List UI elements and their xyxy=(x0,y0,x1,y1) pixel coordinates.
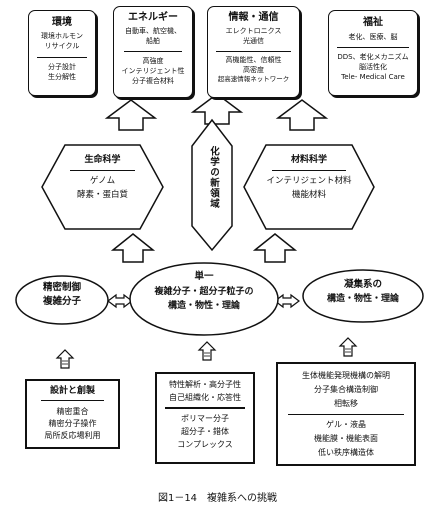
up-arrow-left-top xyxy=(104,99,158,131)
bio-item-3: 相転移 xyxy=(334,399,358,408)
properties-divider xyxy=(165,407,245,409)
single-line-3: 構造・物性・理論 xyxy=(167,301,240,312)
condensed-line-2: 構造・物性・理論 xyxy=(326,293,399,304)
life-title: 生命科学 xyxy=(84,155,121,165)
env-sub-1: 分子設計 xyxy=(48,63,76,71)
design-item-3: 局所反応場利用 xyxy=(44,431,101,440)
env-item-1: 環境ホルモン xyxy=(41,32,83,40)
materials-science-content: 材料科学 インテリジェント材料 機能材料 xyxy=(244,145,374,229)
welfare-divider xyxy=(337,47,409,48)
oval-single-molecule xyxy=(129,262,279,336)
box-design-creation: 設計と創製 精密重合 精密分子操作 局所反応場利用 xyxy=(25,379,120,449)
precision-line-1: 精密制御 xyxy=(42,282,81,293)
precision-line-2: 複雑分子 xyxy=(42,295,81,307)
energy-title: エネルギー xyxy=(128,12,178,23)
properties-sub-2: 超分子・錯体 xyxy=(181,427,229,436)
properties-sub-3: コンプレックス xyxy=(177,440,233,449)
single-line-1: 単一 xyxy=(194,271,214,282)
design-item-2: 精密分子操作 xyxy=(48,419,97,428)
condensed-line-1: 凝集系の xyxy=(343,279,382,290)
diamond-new-chemistry xyxy=(191,118,233,252)
up-arrow-right-mid xyxy=(252,233,298,263)
life-item-2: 酵素・蛋白質 xyxy=(76,190,128,200)
oval-condensed-system xyxy=(302,269,424,323)
info-item-2: 光通信 xyxy=(243,37,264,45)
box-welfare: 福祉 老化、医療、脳 DDS、老化メカニズム 脳活性化 Tele- Medica… xyxy=(328,10,418,96)
env-item-2: リサイクル xyxy=(44,42,80,50)
center-vertical-text: 化学の新領域 xyxy=(205,146,219,209)
bio-sub-2: 機能膜・機能表面 xyxy=(314,434,378,443)
life-item-1: ゲノム xyxy=(89,176,116,186)
materials-divider xyxy=(272,170,346,171)
small-arrow-left xyxy=(55,349,75,369)
info-divider xyxy=(216,51,291,52)
small-arrow-center xyxy=(197,341,217,361)
welfare-sub-1: DDS、老化メカニズム xyxy=(337,53,409,61)
single-content: 単一 複雑分子・超分子粒子の 構造・物性・理論 xyxy=(130,271,278,312)
life-science-content: 生命科学 ゲノム 酵素・蛋白質 xyxy=(42,145,163,229)
double-arrow-left xyxy=(107,293,133,309)
materials-item-1: インテリジェント材料 xyxy=(266,176,352,186)
welfare-item-1: 老化、医療、脳 xyxy=(348,33,398,41)
env-title: 環境 xyxy=(52,17,72,28)
caption-text: 図1－14 複雑系への挑戦 xyxy=(157,493,278,504)
double-arrow-right xyxy=(274,293,300,309)
box-environment: 環境 環境ホルモン リサイクル 分子設計 生分解性 xyxy=(28,10,96,96)
hexagon-materials-science xyxy=(243,144,375,230)
figure-caption: 図1－14 複雑系への挑戦 xyxy=(0,489,435,504)
bio-sub-1: ゲル・液晶 xyxy=(326,420,366,429)
hexagon-life-science xyxy=(41,144,164,230)
info-item-1: エレクトロニクス xyxy=(225,27,282,35)
up-arrow-right-top xyxy=(275,99,329,131)
bio-sub-3: 低い秩序構造体 xyxy=(318,448,374,457)
properties-item-1: 特性解析・高分子性 xyxy=(169,380,241,389)
bio-divider xyxy=(288,414,404,415)
energy-item-1: 自動車、航空機、 xyxy=(125,27,181,35)
bio-item-2: 分子集合構造制御 xyxy=(314,385,378,394)
energy-sub-1: 高強度 xyxy=(142,57,164,65)
bio-item-1: 生体機能発現機構の解明 xyxy=(302,371,390,380)
welfare-title: 福祉 xyxy=(363,17,383,28)
design-divider xyxy=(41,400,104,401)
precision-content: 精密制御 複雑分子 xyxy=(16,282,108,308)
energy-divider xyxy=(124,51,182,52)
box-bio-function: 生体機能発現機構の解明 分子集合構造制御 相転移 ゲル・液晶 機能膜・機能表面 … xyxy=(276,362,416,466)
box-energy: エネルギー 自動車、航空機、 船舶 高強度 インテリジェント性 分子複合材料 xyxy=(113,6,193,98)
properties-sub-1: ポリマー分子 xyxy=(181,414,229,423)
condensed-content: 凝集系の 構造・物性・理論 xyxy=(303,279,423,304)
materials-title: 材料科学 xyxy=(290,155,327,165)
info-sub-1: 高機能性、信頼性 xyxy=(225,56,282,64)
oval-precision-control xyxy=(15,275,109,325)
center-text: 化学の新領域 xyxy=(208,146,219,209)
env-sub-2: 生分解性 xyxy=(48,73,76,81)
life-divider xyxy=(70,170,135,171)
design-title: 設計と創製 xyxy=(49,386,95,396)
design-item-1: 精密重合 xyxy=(56,407,89,416)
small-arrow-right xyxy=(338,337,358,357)
welfare-sub-2: 脳活性化 xyxy=(359,63,387,71)
env-divider xyxy=(37,57,87,58)
info-sub-2: 高密度 xyxy=(243,66,264,74)
single-line-2: 複雑分子・超分子粒子の xyxy=(154,286,254,297)
energy-item-2: 船舶 xyxy=(146,37,160,45)
info-title: 情報・通信 xyxy=(228,12,279,23)
box-properties: 特性解析・高分子性 自己組織化・応答性 ポリマー分子 超分子・錯体 コンプレック… xyxy=(155,372,255,464)
properties-item-2: 自己組織化・応答性 xyxy=(169,393,241,402)
up-arrow-center-top xyxy=(190,93,244,125)
box-information: 情報・通信 エレクトロニクス 光通信 高機能性、信頼性 高密度 超高速情報ネット… xyxy=(207,6,300,98)
energy-sub-2: インテリジェント性 xyxy=(121,67,185,75)
up-arrow-left-mid xyxy=(110,233,156,263)
energy-sub-3: 分子複合材料 xyxy=(132,77,174,85)
materials-item-2: 機能材料 xyxy=(291,190,326,200)
info-sub-3: 超高速情報ネットワーク xyxy=(217,75,290,83)
welfare-sub-3: Tele- Medical Care xyxy=(341,73,405,81)
